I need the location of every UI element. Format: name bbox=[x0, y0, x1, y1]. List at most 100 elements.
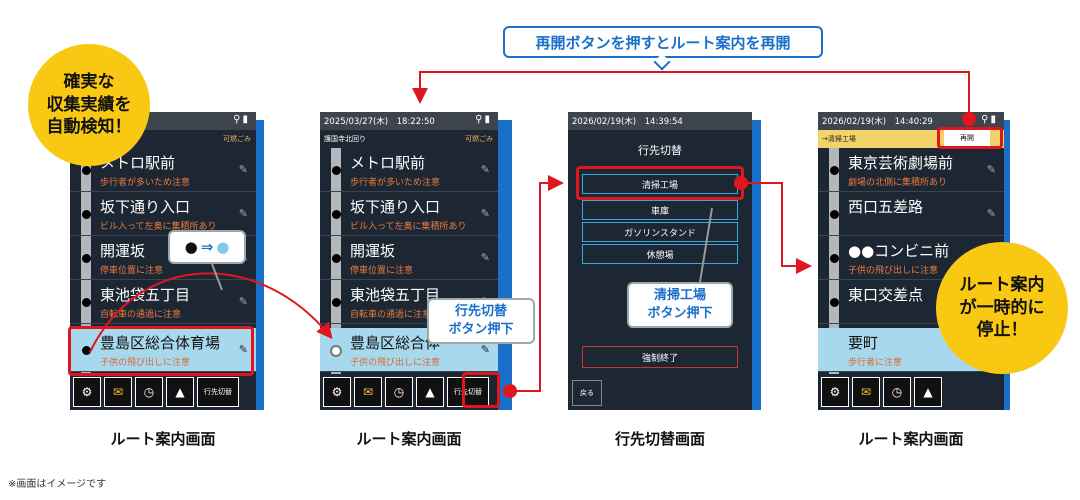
route-stop[interactable]: メトロ駅前 歩行者が多いため注意 ✎ bbox=[70, 148, 256, 192]
caption: 行先切替画面 bbox=[614, 430, 705, 448]
route-stop[interactable]: 西口五差路 ✎ bbox=[818, 192, 1004, 236]
trash-icon: ▮ bbox=[484, 114, 492, 125]
highlight-box bbox=[576, 166, 744, 200]
stop-note: 劇場の北側に集積所あり bbox=[848, 178, 948, 188]
stop-note: 歩行者が多いため注意 bbox=[100, 178, 191, 188]
dest-indicator: →清掃工場 bbox=[822, 135, 856, 143]
route-stop[interactable]: 坂下通り入口 ビル入って左奥に集積所あり ✎ bbox=[320, 192, 498, 236]
dot-change-bubble: ●⇒● bbox=[168, 230, 246, 264]
dest-option-rest-area[interactable]: 休憩場 bbox=[582, 244, 738, 264]
callout-line: 清掃工場 bbox=[653, 288, 706, 304]
stop-dot bbox=[830, 254, 839, 263]
pin-icon: ⚲ bbox=[475, 114, 485, 125]
stop-dot bbox=[82, 166, 91, 175]
callout-cleaning-plant: 清掃工場 ボタン押下 bbox=[627, 282, 733, 328]
route-stop[interactable]: ●●コンビニ前 子供の飛び出しに注意 bbox=[818, 236, 1004, 280]
arrow-resume-loop bbox=[412, 71, 970, 112]
pencil-icon[interactable]: ✎ bbox=[238, 163, 248, 176]
route-stop[interactable]: 開運坂 停車位置に注意 ✎ bbox=[320, 236, 498, 280]
status-icons: ⚲▮ bbox=[475, 114, 492, 125]
toolbar: ⚙ ✉ ◷ ▲ bbox=[818, 374, 1004, 410]
pencil-icon[interactable]: ✎ bbox=[480, 207, 490, 220]
gear-icon[interactable]: ⚙ bbox=[821, 377, 849, 407]
map-pin-icon[interactable]: ▲ bbox=[914, 377, 942, 407]
status-time: 2025/03/27(木) 18:22:50 bbox=[324, 117, 435, 127]
pin-icon: ⚲ bbox=[981, 114, 991, 125]
burst-line: 収集実績を bbox=[46, 94, 132, 115]
stop-name: 東池袋五丁目 bbox=[350, 286, 441, 304]
stop-note: 歩行者が多いため注意 bbox=[350, 178, 441, 188]
toolbar: ⚙ ✉ ◷ ▲ 行先切替 bbox=[320, 374, 498, 410]
stop-name: 開運坂 bbox=[100, 242, 146, 260]
stop-dot bbox=[82, 346, 91, 355]
status-bar: 2026/02/19(木) 14:40:29 ⚲▮ bbox=[818, 112, 1004, 130]
stop-dot bbox=[332, 298, 341, 307]
stop-name: 東京芸術劇場前 bbox=[848, 154, 954, 172]
highlight-box bbox=[462, 372, 500, 408]
stop-dot bbox=[332, 166, 341, 175]
connector-dot bbox=[734, 176, 748, 190]
screen2-phone: 2025/03/27(木) 18:22:50 ⚲▮ 護国寺北回り 可燃ごみ メト… bbox=[320, 112, 498, 410]
stop-name: 西口五差路 bbox=[848, 198, 924, 216]
dest-option-gas-station[interactable]: ガソリンスタンド bbox=[582, 222, 738, 242]
stop-name: 開運坂 bbox=[350, 242, 396, 260]
clock-icon[interactable]: ◷ bbox=[385, 377, 413, 407]
screen4-phone: 2026/02/19(木) 14:40:29 ⚲▮ →清掃工場 再開 東京芸術劇… bbox=[818, 112, 1004, 410]
stop-dot-collected bbox=[330, 345, 342, 357]
dest-switch-button[interactable]: 行先切替 bbox=[197, 377, 239, 407]
pencil-icon[interactable]: ✎ bbox=[480, 251, 490, 264]
stop-note: 子供の飛び出しに注意 bbox=[350, 358, 441, 368]
stop-note: ビル入って左奥に集積所あり bbox=[100, 222, 217, 232]
dot-black: ● bbox=[184, 237, 198, 256]
map-pin-icon[interactable]: ▲ bbox=[166, 377, 194, 407]
route-stop[interactable]: メトロ駅前 歩行者が多いため注意 ✎ bbox=[320, 148, 498, 192]
stop-dot bbox=[332, 210, 341, 219]
trash-icon: ▮ bbox=[990, 114, 998, 125]
pencil-icon[interactable]: ✎ bbox=[238, 295, 248, 308]
gear-icon[interactable]: ⚙ bbox=[73, 377, 101, 407]
pencil-icon[interactable]: ✎ bbox=[986, 163, 996, 176]
pencil-icon[interactable]: ✎ bbox=[986, 207, 996, 220]
burst-auto-detect: 確実な 収集実績を 自動検知！ bbox=[28, 44, 150, 166]
stop-note: 歩行者に注意 bbox=[848, 358, 903, 368]
force-end-button[interactable]: 強制終了 bbox=[582, 346, 738, 368]
caption: ルート案内画面 bbox=[858, 430, 964, 448]
mail-icon[interactable]: ✉ bbox=[354, 377, 382, 407]
dest-option-garage[interactable]: 車庫 bbox=[582, 200, 738, 220]
gear-icon[interactable]: ⚙ bbox=[323, 377, 351, 407]
status-bar: 2026/02/19(木) 14:39:54 bbox=[568, 112, 752, 130]
status-icons: ⚲▮ bbox=[233, 114, 250, 125]
highlight-box bbox=[68, 326, 254, 376]
clock-icon[interactable]: ◷ bbox=[883, 377, 911, 407]
mail-icon[interactable]: ✉ bbox=[852, 377, 880, 407]
burst-line: 確実な bbox=[63, 71, 115, 92]
route-stop[interactable]: 東池袋五丁目 自転車の通過に注意 ✎ bbox=[70, 280, 256, 324]
dot-light: ● bbox=[216, 237, 230, 256]
resume-banner: 再開ボタンを押すとルート案内を再開 bbox=[503, 26, 823, 58]
pin-icon: ⚲ bbox=[233, 114, 243, 125]
pencil-icon[interactable]: ✎ bbox=[238, 207, 248, 220]
burst-line: ルート案内 bbox=[959, 274, 1045, 295]
status-time: 2026/02/19(木) 14:39:54 bbox=[572, 117, 683, 127]
stop-name: 東口交差点 bbox=[848, 286, 924, 304]
pencil-icon[interactable]: ✎ bbox=[480, 343, 490, 356]
route-stop[interactable]: 東京芸術劇場前 劇場の北側に集積所あり ✎ bbox=[818, 148, 1004, 192]
callout-line: ボタン押下 bbox=[647, 306, 713, 321]
stop-dot bbox=[830, 298, 839, 307]
stop-note: 停車位置に注意 bbox=[350, 266, 414, 276]
stop-dot bbox=[82, 298, 91, 307]
connector-dot bbox=[503, 384, 517, 398]
mail-icon[interactable]: ✉ bbox=[104, 377, 132, 407]
route-stop[interactable]: 坂下通り入口 ビル入って左奥に集積所あり ✎ bbox=[70, 192, 256, 236]
route-stop[interactable]: 東口交差点 bbox=[818, 280, 1004, 324]
stop-note: ビル入って左奥に集積所あり bbox=[350, 222, 467, 232]
back-button[interactable]: 戻る bbox=[572, 380, 602, 406]
stop-note: 自転車の通過に注意 bbox=[350, 310, 432, 320]
stop-name: ●●コンビニ前 bbox=[848, 242, 950, 260]
map-pin-icon[interactable]: ▲ bbox=[416, 377, 444, 407]
resume-button[interactable]: 再開 bbox=[944, 130, 990, 146]
caption: ルート案内画面 bbox=[356, 430, 462, 448]
burst-line: が一時的に bbox=[959, 297, 1045, 318]
pencil-icon[interactable]: ✎ bbox=[480, 163, 490, 176]
clock-icon[interactable]: ◷ bbox=[135, 377, 163, 407]
